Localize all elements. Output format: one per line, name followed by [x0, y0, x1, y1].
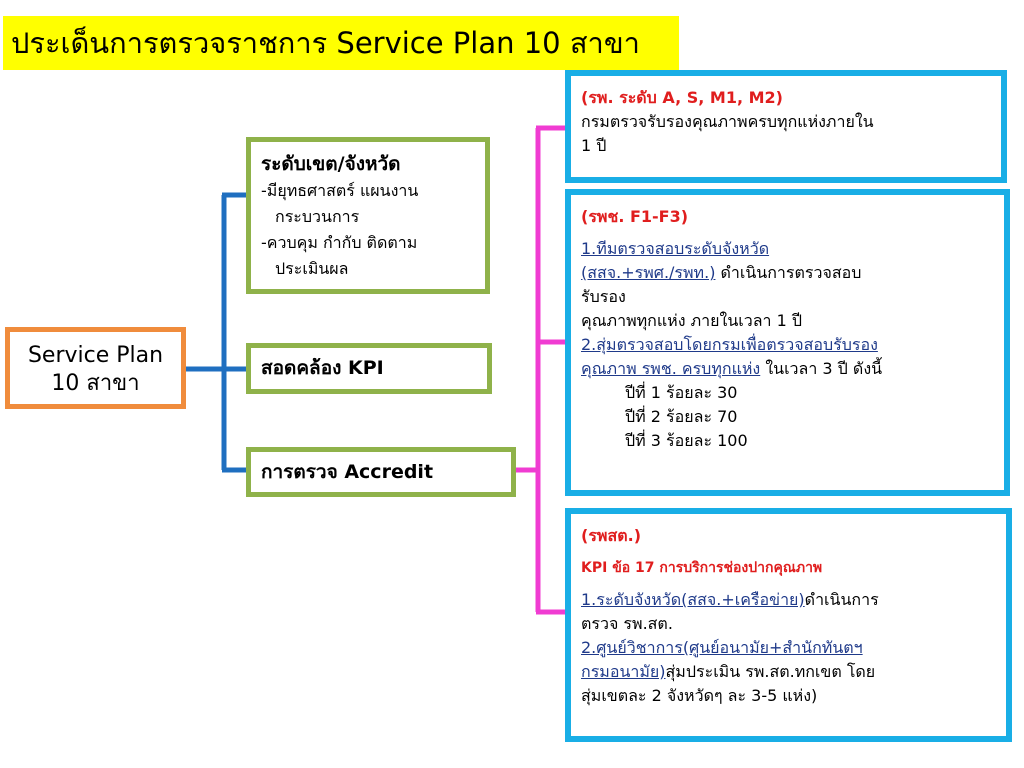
level-line1: -มียุทธศาสตร์ แผนงาน [261, 181, 419, 200]
root-line2: 10 สาขา [51, 371, 140, 396]
hospital-f-year3: ปีที่ 3 ร้อยละ 100 [625, 431, 748, 450]
kpi-box: สอดคล้อง KPI [246, 343, 492, 394]
accredit-box: การตรวจ Accredit [246, 447, 516, 497]
hospital-s-item2-text-b: สุ่มประเมิน รพ.สต.ทกเขต โดย [665, 662, 876, 681]
hospital-s-box: (รพสต.) KPI ข้อ 17 การบริการช่องปากคุณภา… [565, 508, 1012, 742]
hospital-s-heading: (รพสต.) [581, 526, 641, 545]
hospital-s-item1-link[interactable]: 1.ระดับจังหวัด(สสจ.+เครือข่าย) [581, 590, 805, 609]
page-title: ประเด็นการตรวจราชการ Service Plan 10 สาข… [3, 16, 679, 70]
hospital-a-line2: 1 ปี [581, 136, 607, 155]
hospital-f-item2-link-b[interactable]: คุณภาพ รพช. ครบทุกแห่ง [581, 359, 761, 378]
level-line2: กระบวนการ [275, 207, 360, 226]
hospital-f-item1-link-a[interactable]: 1.ทีมตรวจสอบระดับจังหวัด [581, 239, 770, 258]
hospital-s-item2-link-b[interactable]: กรมอนามัย) [581, 662, 666, 681]
hospital-f-item2-text-b: ในเวลา 3 ปี ดังนี้ [760, 359, 883, 378]
hospital-a-box: (รพ. ระดับ A, S, M1, M2) กรมตรวจรับรองคุ… [565, 70, 1007, 183]
level-province-box: ระดับเขต/จังหวัด -มียุทธศาสตร์ แผนงาน กร… [246, 137, 490, 294]
hospital-s-item1-line2: ตรวจ รพ.สต. [581, 614, 673, 633]
hospital-f-box: (รพช. F1-F3) 1.ทีมตรวจสอบระดับจังหวัด (ส… [565, 189, 1010, 496]
root-line1: Service Plan [27, 343, 164, 368]
hospital-s-kpi: KPI ข้อ 17 การบริการช่องปากคุณภาพ [581, 560, 823, 576]
hospital-a-line1: กรมตรวจรับรองคุณภาพครบทุกแห่งภายใน [581, 112, 874, 131]
hospital-f-item1-text-b: ดำเนินการตรวจสอบ [715, 263, 862, 282]
pink-connector [516, 125, 565, 615]
level-line3: -ควบคุม กำกับ ติดตาม [261, 233, 418, 252]
hospital-s-item2-line3: สุ่มเขตละ 2 จังหวัดๆ ละ 3-5 แห่ง) [581, 686, 818, 705]
hospital-a-heading: (รพ. ระดับ A, S, M1, M2) [581, 88, 783, 107]
blue-connector [186, 192, 246, 473]
hospital-f-year1: ปีที่ 1 ร้อยละ 30 [625, 383, 738, 402]
level-heading: ระดับเขต/จังหวัด [261, 153, 401, 175]
level-line4: ประเมินผล [275, 259, 349, 278]
hospital-f-year2: ปีที่ 2 ร้อยละ 70 [625, 407, 738, 426]
hospital-s-item2-link-a[interactable]: 2.ศูนย์วิชาการ(ศูนย์อนามัย+สำนักทันตฯ [581, 638, 863, 657]
hospital-f-item1-line3: รับรอง [581, 287, 626, 306]
hospital-f-item1-link-b[interactable]: (สสจ.+รพศ./รพท.) [581, 263, 716, 282]
hospital-s-item1-text: ดำเนินการ [804, 590, 879, 609]
hospital-f-item2-link-a[interactable]: 2.สุ่มตรวจสอบโดยกรมเพื่อตรวจสอบรับรอง [581, 335, 878, 354]
hospital-f-heading: (รพช. F1-F3) [581, 207, 689, 226]
service-plan-root-box: Service Plan 10 สาขา [5, 327, 186, 409]
hospital-f-item1-line4: คุณภาพทุกแห่ง ภายในเวลา 1 ปี [581, 311, 803, 330]
